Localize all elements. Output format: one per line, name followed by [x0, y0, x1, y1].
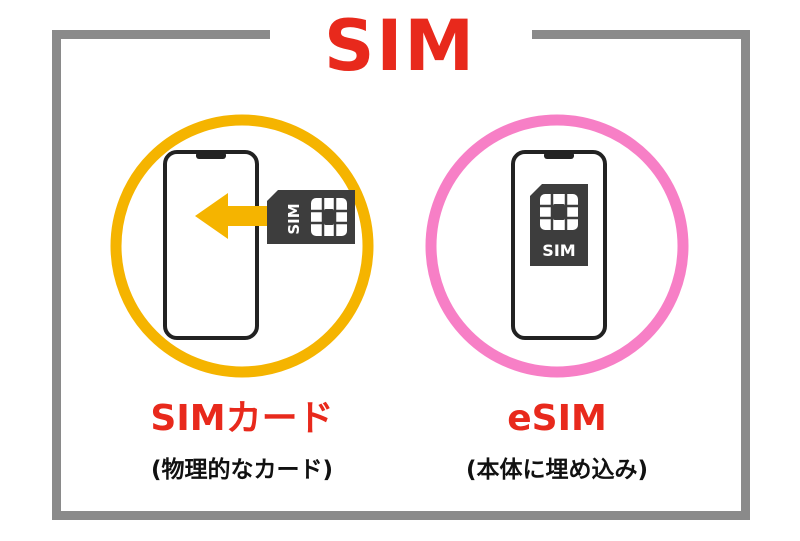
left-ring	[110, 114, 374, 378]
insert-arrow-icon	[195, 193, 272, 239]
frame-top-left	[52, 30, 270, 39]
esim-label: eSIM	[507, 398, 607, 439]
esim-sublabel: (本体に埋め込み)	[465, 457, 649, 483]
left-phone-icon	[163, 150, 259, 340]
sim-chip-contacts-icon	[311, 198, 347, 236]
frame-bottom	[52, 511, 750, 520]
frame-top-right	[532, 30, 750, 39]
sim-card-icon: SIM	[267, 190, 355, 244]
sim-card-label: SIMカード	[150, 398, 334, 439]
esim-contacts-icon	[540, 194, 578, 230]
sim-card-sublabel: (物理的なカード)	[150, 457, 334, 483]
page-title: SIM	[323, 5, 477, 87]
esim-chip-icon: SIM	[530, 184, 588, 266]
sim-card-text: SIM	[285, 203, 303, 234]
right-ring	[425, 114, 689, 378]
esim-chip-text: SIM	[542, 241, 575, 260]
frame-right	[741, 30, 750, 520]
frame-left	[52, 30, 61, 520]
